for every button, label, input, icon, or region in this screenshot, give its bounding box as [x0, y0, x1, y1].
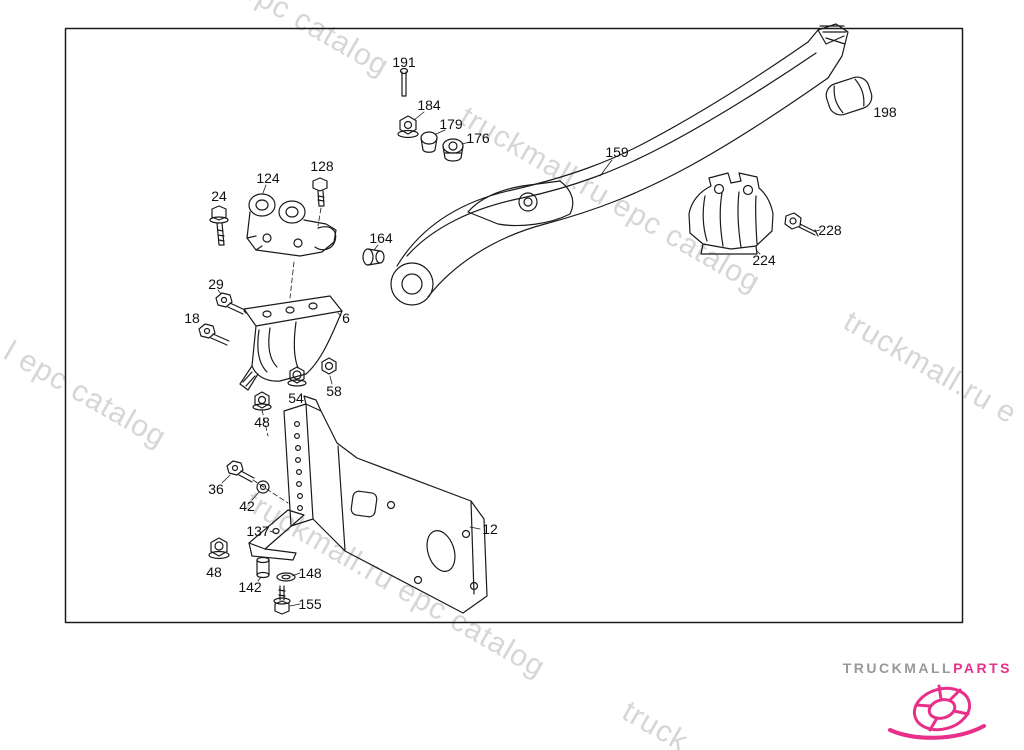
alignment-dashed-lines	[252, 207, 322, 504]
part-pin-191	[399, 67, 409, 97]
part-washer-148	[276, 572, 296, 582]
part-bolt-228	[784, 212, 819, 237]
part-bracket-124	[246, 193, 337, 257]
part-bolt-24	[209, 205, 229, 246]
truckmall-wheel-icon	[888, 684, 986, 740]
part-bracket-137	[248, 509, 305, 561]
part-bushing-179	[420, 131, 438, 153]
part-bolt-18	[198, 323, 230, 346]
logo-brand-gray: TRUCKMALL	[842, 660, 954, 676]
part-engine-mount-224	[688, 172, 774, 255]
part-bracket-6	[239, 295, 343, 391]
part-bolt-128	[312, 177, 328, 207]
truckmall-logo-text: TRUCKMALLPARTS	[842, 660, 1012, 676]
part-nut-54	[287, 366, 307, 387]
part-nut-184	[397, 115, 419, 139]
part-torque-rod-159	[390, 23, 849, 306]
part-bushing-198	[825, 76, 873, 116]
part-bolt-155	[273, 585, 291, 615]
part-spacer-142	[256, 556, 270, 579]
part-nut-58	[321, 357, 337, 375]
part-nut-48-lower	[208, 537, 230, 560]
part-nut-48-upper	[252, 391, 272, 411]
truckmall-logo: TRUCKMALLPARTS	[842, 660, 1012, 749]
part-washer-42	[256, 480, 270, 494]
part-bushing-164	[362, 248, 385, 266]
part-frame-member-12	[283, 395, 488, 614]
diagram-border	[64, 27, 964, 624]
part-bolt-36	[226, 460, 255, 483]
part-bushing-176	[442, 138, 464, 162]
leader-lines	[217, 111, 821, 607]
logo-brand-pink: PARTS	[953, 660, 1012, 676]
part-bolt-29	[215, 292, 247, 315]
